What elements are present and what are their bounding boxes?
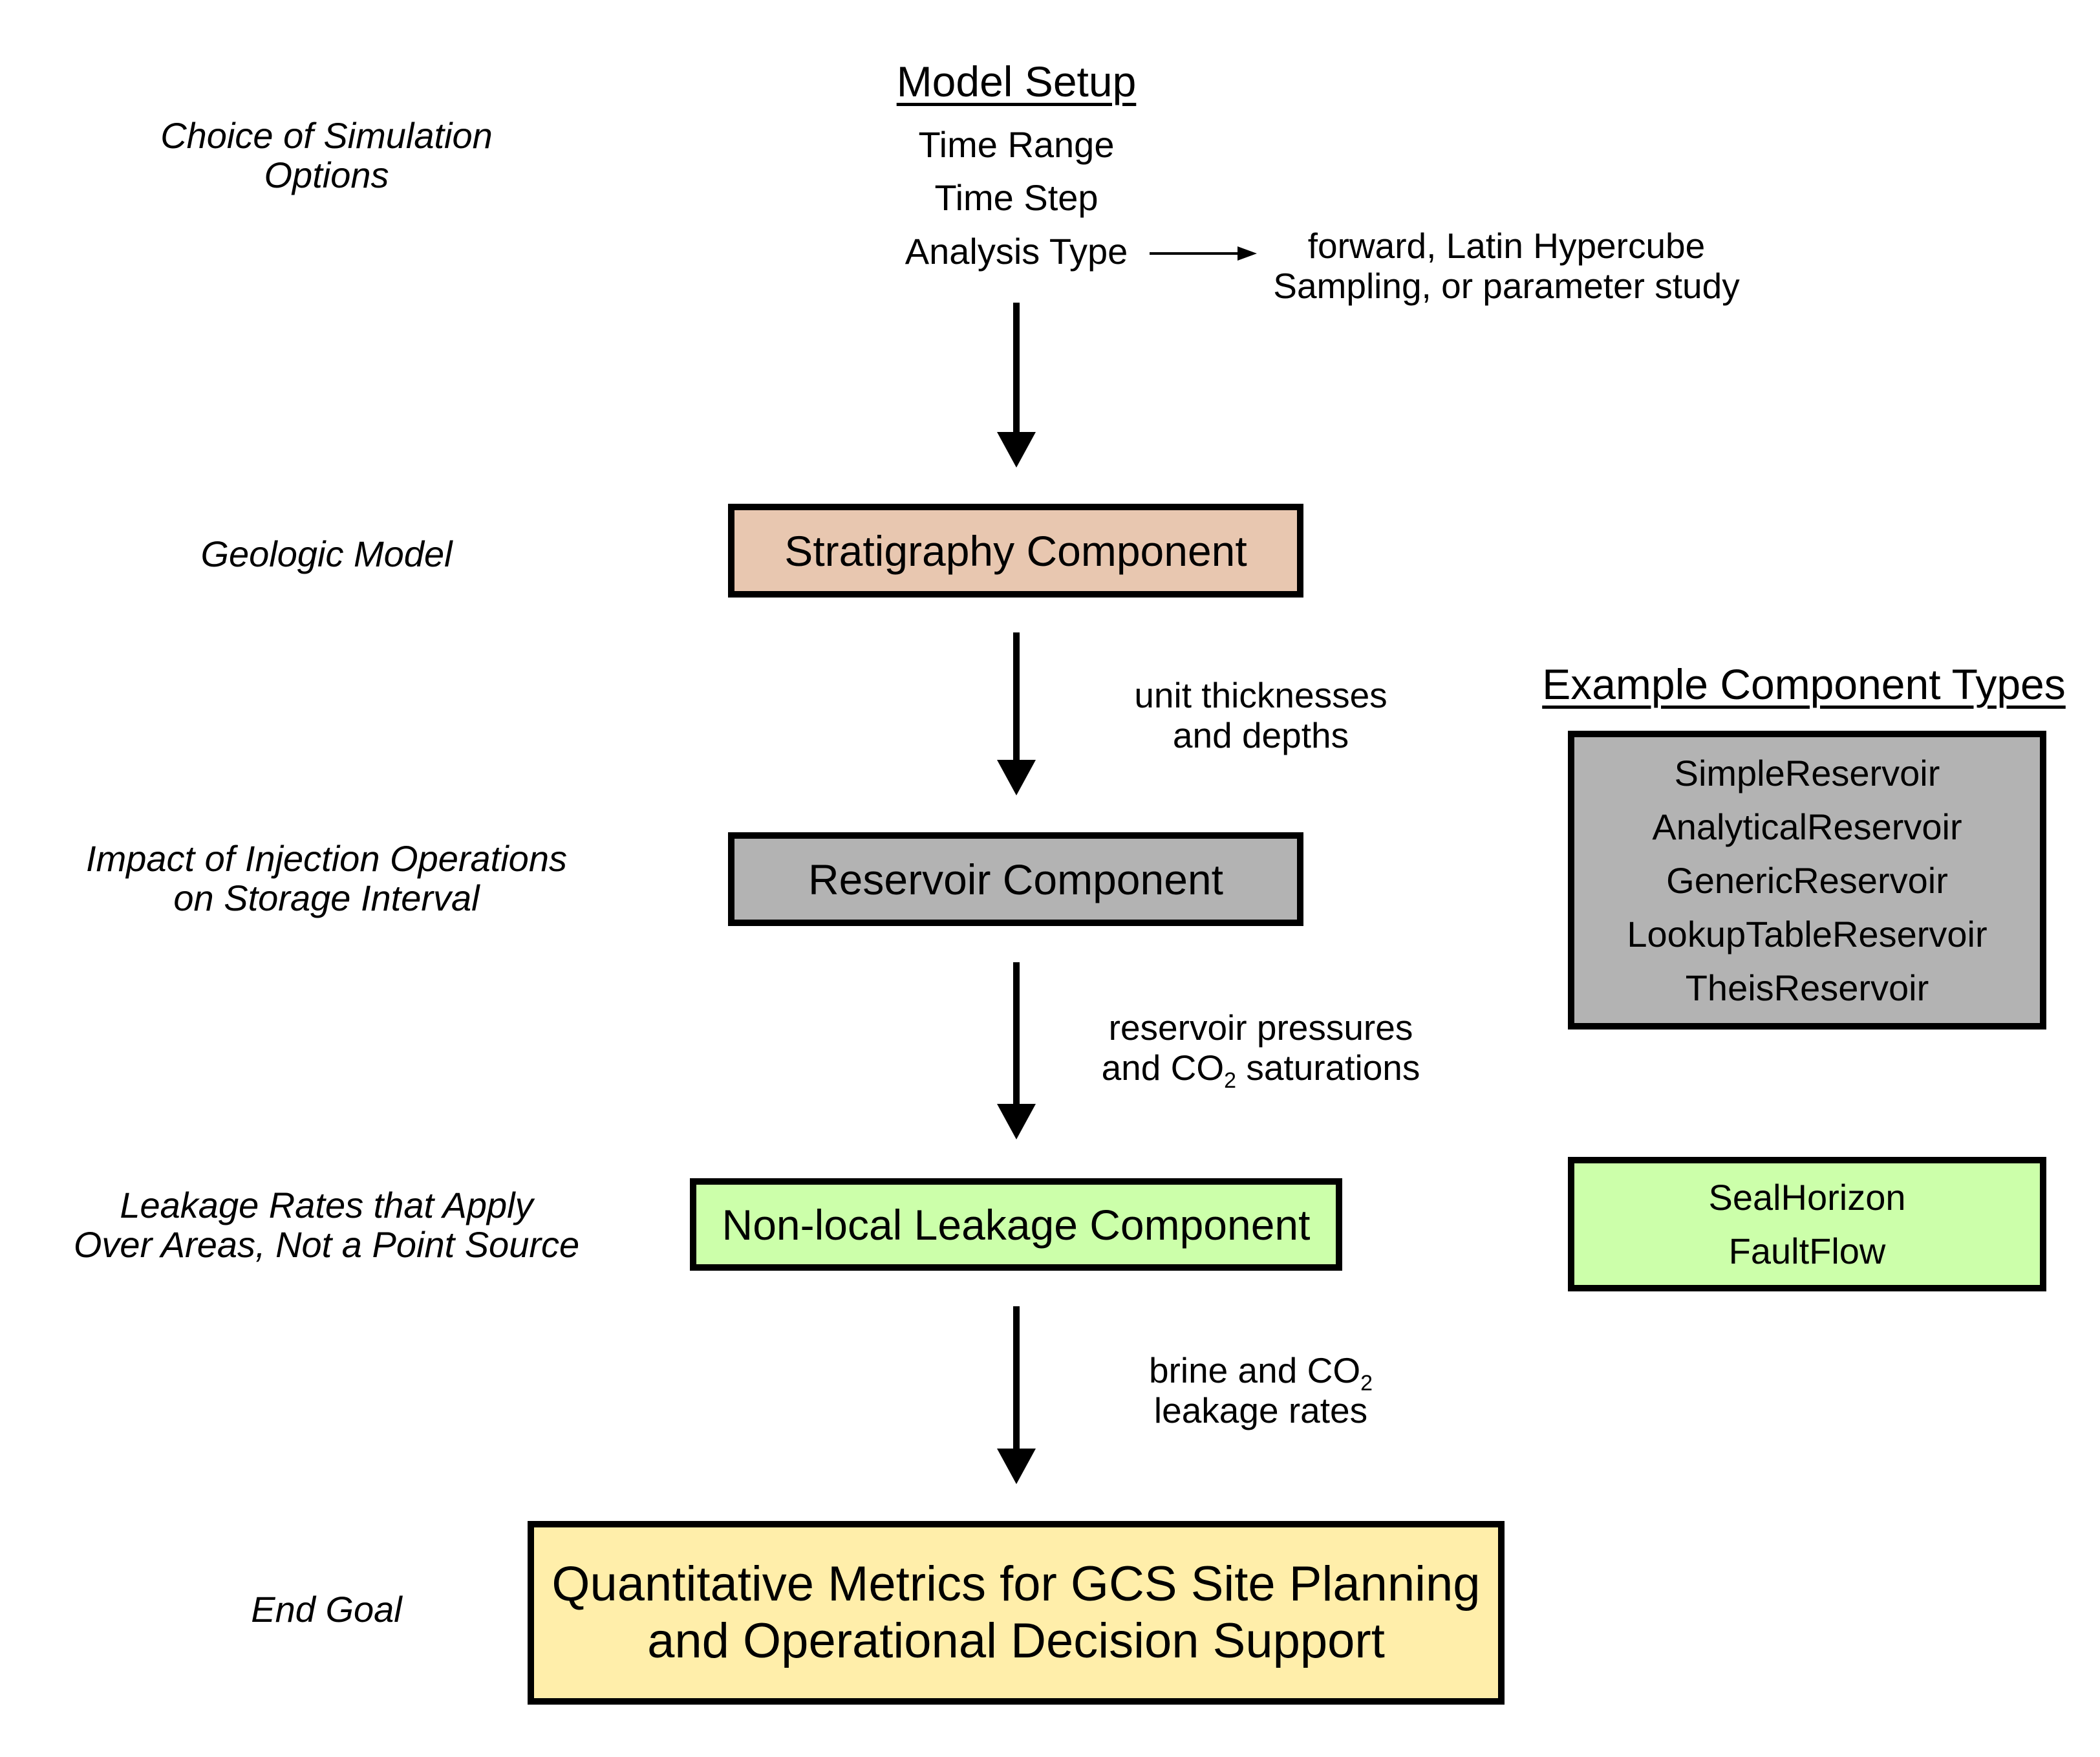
- setup-time-step: Time Step: [934, 177, 1098, 218]
- leakage-component-box: Non-local Leakage Component: [690, 1178, 1342, 1271]
- reservoir-component-box: Reservoir Component: [728, 832, 1303, 926]
- flow-label-thicknesses: unit thicknesses and depths: [1134, 675, 1388, 755]
- setup-analysis-type: Analysis Type: [905, 231, 1128, 272]
- reservoir-type-item: LookupTableReservoir: [1627, 913, 1988, 954]
- setup-time-range: Time Range: [918, 124, 1115, 165]
- arrow-setup-to-stratigraphy: [997, 303, 1036, 468]
- example-types-title: Example Component Types: [1542, 660, 2066, 708]
- label-end-goal: End Goal: [251, 1589, 402, 1630]
- reservoir-type-item: AnalyticalReservoir: [1652, 806, 1962, 847]
- leakage-component-label: Non-local Leakage Component: [722, 1200, 1311, 1249]
- analysis-type-options: forward, Latin Hypercube Sampling, or pa…: [1273, 226, 1740, 306]
- reservoir-type-item: TheisReservoir: [1685, 967, 1929, 1008]
- end-goal-box: Quantitative Metrics for GCS Site Planni…: [528, 1521, 1505, 1705]
- stratigraphy-component-box: Stratigraphy Component: [728, 504, 1303, 598]
- reservoir-component-label: Reservoir Component: [808, 855, 1223, 903]
- label-simulation-options: Choice of Simulation Options: [160, 115, 493, 195]
- label-geologic-model: Geologic Model: [200, 534, 453, 574]
- leakage-type-item: FaultFlow: [1728, 1231, 1886, 1271]
- leakage-types-box: SealHorizon FaultFlow: [1568, 1157, 2046, 1291]
- stratigraphy-component-label: Stratigraphy Component: [784, 526, 1247, 575]
- leakage-type-item: SealHorizon: [1708, 1177, 1906, 1218]
- arrow-leakage-to-goal: [997, 1306, 1036, 1484]
- label-injection-impact: Impact of Injection Operations on Storag…: [86, 838, 567, 918]
- reservoir-types-box: SimpleReservoir AnalyticalReservoir Gene…: [1568, 731, 2046, 1029]
- model-setup-title: Model Setup: [896, 58, 1137, 105]
- flow-label-pressures: reservoir pressures and CO2 saturations: [1101, 1008, 1420, 1093]
- label-leakage-rates: Leakage Rates that Apply Over Areas, Not…: [73, 1185, 580, 1265]
- reservoir-type-item: SimpleReservoir: [1674, 752, 1940, 793]
- arrow-analysis-options: [1150, 246, 1257, 261]
- reservoir-type-item: GenericReservoir: [1666, 859, 1948, 901]
- flow-label-leakage-rates: brine and CO2 leakage rates: [1148, 1350, 1373, 1430]
- arrow-stratigraphy-to-reservoir: [997, 632, 1036, 795]
- arrow-reservoir-to-leakage: [997, 962, 1036, 1139]
